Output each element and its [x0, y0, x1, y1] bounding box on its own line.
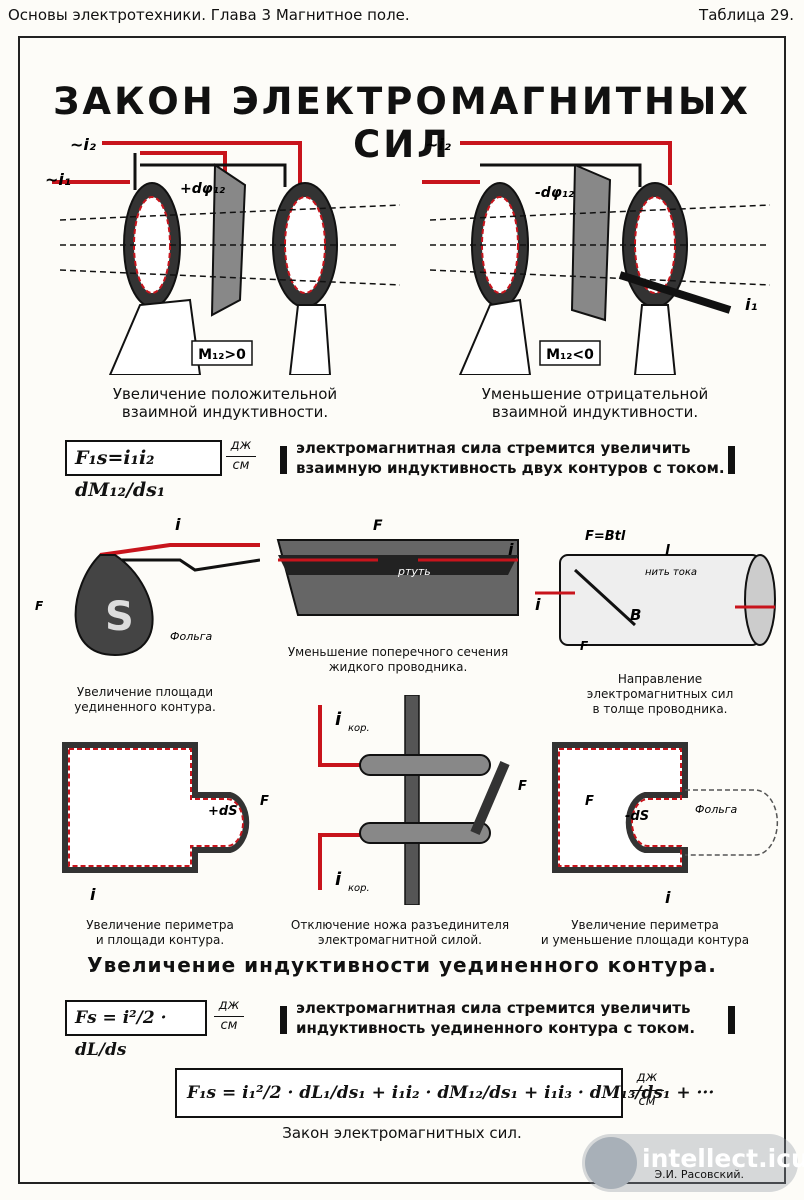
fig5-current-bottom: i	[335, 869, 342, 890]
formula3-unit-top: дж	[636, 1070, 658, 1085]
fig1-caption: Увеличение площади уединенного контура.	[74, 685, 216, 714]
fig2-caption: Уменьшение поперечного сечения жидкого п…	[287, 645, 509, 674]
perimeter-decrease-figure: -dS Фольга F i	[552, 742, 779, 905]
statement2-bar-left	[280, 1006, 287, 1034]
top-left-caption: Увеличение положительной взаимной индукт…	[112, 385, 338, 421]
fig4-current: i	[90, 885, 96, 904]
left-i2-label: ~i₂	[70, 135, 96, 154]
statement1-bar-right	[728, 446, 735, 474]
fig6-caption: Увеличение периметра и уменьшение площад…	[540, 918, 750, 947]
formula-general: F₁s = i₁²/2 · dL₁/ds₁ + i₁i₂ · dM₁₂/ds₁ …	[175, 1068, 714, 1118]
mutual-inductance-positive-figure: M₁₂>0 ~i₂ ~i₁ +dφ₁₂	[45, 135, 401, 375]
statement-self: электромагнитная сила стремится увеличит…	[296, 999, 696, 1037]
fig4-caption: Увеличение периметра и площади контура.	[86, 918, 234, 947]
perimeter-area-figure: +dS F i	[62, 742, 269, 904]
page-title: ЗАКОН ЭЛЕКТРОМАГНИТНЫХ СИЛ	[53, 80, 751, 166]
mercury-figure: ртуть i F	[276, 518, 519, 616]
svg-text:S: S	[105, 594, 134, 640]
l-label: l	[665, 543, 670, 559]
fig6-force: F	[585, 794, 594, 809]
formula1-unit-line	[226, 456, 256, 457]
disconnector-figure: i кор. i кор. F	[318, 695, 527, 905]
fig5-sub-bottom: кор.	[348, 883, 370, 894]
header-left: Основы электротехники. Глава 3 Магнитное…	[8, 6, 410, 24]
fig3-caption: Направление электромагнитных сил в толще…	[586, 672, 734, 716]
header-right: Таблица 29.	[699, 6, 794, 24]
m12-negative-label: M₁₂<0	[546, 347, 594, 363]
conductor-force-figure: F=Btl l нить тока B i F	[535, 529, 776, 653]
fig2-force: F	[373, 518, 383, 534]
statement-mutual: электромагнитная сила стремится увеличит…	[296, 439, 725, 477]
m12-positive-label: M₁₂>0	[198, 347, 246, 363]
foil-label-1: Фольга	[170, 630, 212, 643]
formula3-unit-bottom: см	[638, 1094, 656, 1109]
formula1-unit-bottom: см	[232, 458, 250, 473]
right-i1-label: i₁	[745, 295, 758, 314]
formula2-unit-line	[214, 1016, 244, 1017]
fig1-current: i	[175, 515, 181, 534]
plus-ds-label: +dS	[208, 804, 238, 819]
right-i2-label: ~i₂	[425, 135, 451, 154]
page-frame	[18, 36, 786, 1184]
author-credit: Э.И. Расовский.	[654, 1168, 744, 1181]
formula3-unit-line	[630, 1090, 664, 1091]
left-i1-label: ~i₁	[45, 170, 71, 189]
b-label: B	[630, 606, 641, 624]
fig6-current: i	[665, 888, 671, 905]
fig5-force: F	[518, 779, 527, 794]
fig2-current: i	[508, 540, 514, 559]
formula-self: Fs = i²/2 · dL/ds	[65, 1000, 207, 1060]
statement2-bar-right	[728, 1006, 735, 1034]
fbtl-label: F=Btl	[585, 529, 626, 544]
fig1-force: F	[35, 599, 44, 613]
watermark-text: intellect.icu	[642, 1144, 804, 1173]
fig3-force: F	[580, 639, 589, 653]
fig5-sub-top: кор.	[348, 723, 370, 734]
loop-area-figure: S Фольга i F	[35, 515, 260, 657]
mutual-inductance-negative-figure: M₁₂<0 ~i₂ i₁ -dφ₁₂	[422, 135, 771, 375]
fig5-caption: Отключение ножа разъединителя электромаг…	[290, 918, 510, 947]
minus-ds-label: -dS	[625, 809, 649, 824]
bottom-caption: Закон электромагнитных сил.	[282, 1124, 522, 1142]
formula-mutual: F₁s=i₁i₂ dM₁₂/ds₁	[65, 440, 222, 501]
thread-label: нить тока	[645, 567, 697, 578]
formula2-unit-bottom: см	[220, 1018, 238, 1033]
right-dphi-label: -dφ₁₂	[535, 185, 575, 201]
formula2-unit-top: дж	[218, 998, 240, 1013]
statement1-bar-left	[280, 446, 287, 474]
top-right-caption: Уменьшение отрицательной взаимной индукт…	[481, 385, 709, 421]
fig4-force: F	[260, 794, 269, 809]
section2-title: Увеличение индуктивности уединенного кон…	[87, 953, 717, 977]
foil-label-2: Фольга	[695, 803, 737, 816]
fig5-current-top: i	[335, 709, 342, 730]
watermark-logo-icon	[585, 1137, 637, 1189]
fig3-current: i	[535, 595, 541, 614]
mercury-label: ртуть	[397, 565, 431, 578]
formula1-unit-top: дж	[230, 438, 252, 453]
left-dphi-label: +dφ₁₂	[180, 181, 226, 197]
